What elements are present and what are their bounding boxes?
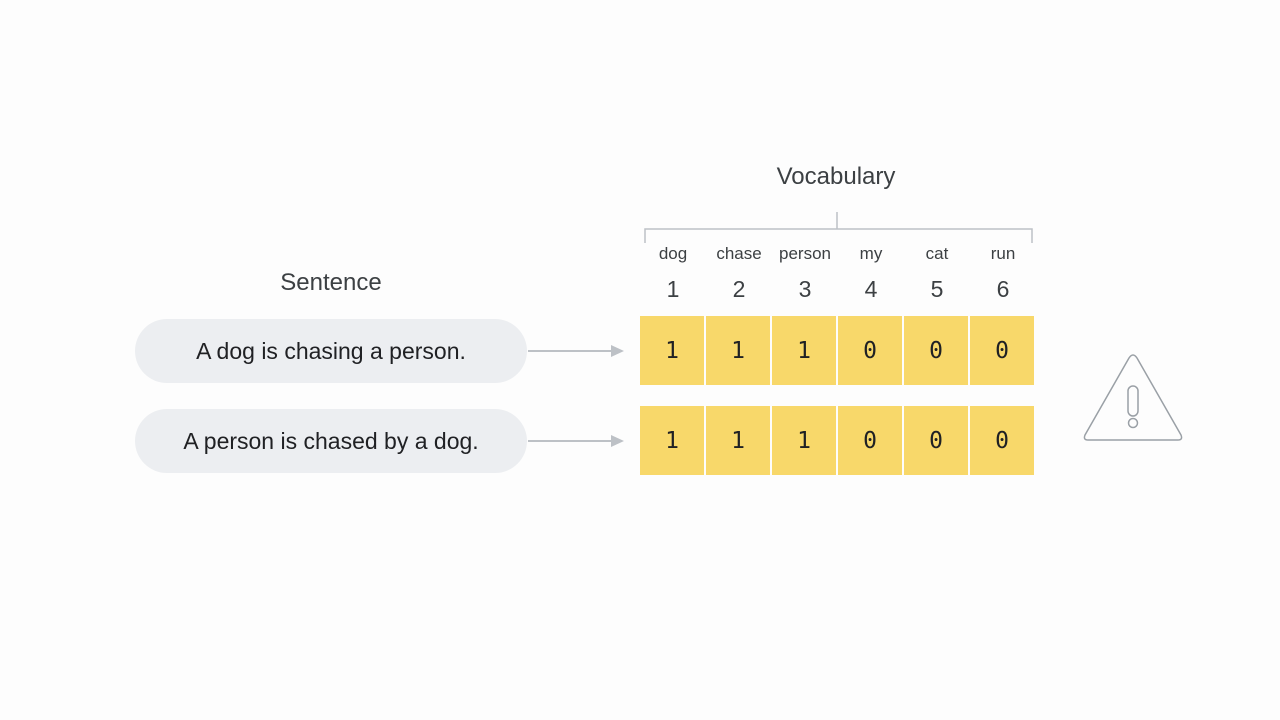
- vector-cell: 1: [772, 316, 836, 385]
- vocab-word: person: [779, 244, 831, 263]
- vocab-word: run: [990, 244, 1016, 263]
- vocab-index: 5: [930, 276, 944, 302]
- vector-cell: 0: [904, 406, 968, 475]
- vocab-word: my: [859, 244, 883, 263]
- warning-triangle-icon: [1083, 354, 1183, 441]
- sentence-2-pill: A person is chased by a dog.: [135, 409, 527, 473]
- vector-cell: 0: [970, 406, 1034, 475]
- vector-cell: 1: [706, 406, 770, 475]
- vocabulary-words: dog chase person my cat run: [640, 244, 1036, 264]
- vocab-word: chase: [716, 244, 762, 263]
- vector-row-1: 1 1 1 0 0 0: [640, 316, 1036, 385]
- arrow-1: [528, 345, 624, 357]
- vector-cell: 1: [706, 316, 770, 385]
- vocab-index: 3: [798, 276, 812, 302]
- vector-cell: 1: [640, 316, 704, 385]
- vocabulary-indices: 1 2 3 4 5 6: [640, 276, 1036, 303]
- vector-cell: 0: [838, 316, 902, 385]
- vocab-word: dog: [658, 244, 688, 263]
- vocabulary-title: Vocabulary: [776, 163, 896, 190]
- vector-cell: 1: [772, 406, 836, 475]
- vocab-index: 2: [732, 276, 746, 302]
- vocab-index: 6: [996, 276, 1010, 302]
- vocab-index: 4: [864, 276, 878, 302]
- vector-cell: 1: [640, 406, 704, 475]
- vocab-word: cat: [925, 244, 949, 263]
- vector-cell: 0: [838, 406, 902, 475]
- vector-row-2: 1 1 1 0 0 0: [640, 406, 1036, 475]
- vector-cell: 0: [904, 316, 968, 385]
- vector-cell: 0: [970, 316, 1034, 385]
- vocab-index: 1: [666, 276, 680, 302]
- sentence-title: Sentence: [280, 269, 382, 296]
- arrow-2: [528, 435, 624, 447]
- sentence-1-pill: A dog is chasing a person.: [135, 319, 527, 383]
